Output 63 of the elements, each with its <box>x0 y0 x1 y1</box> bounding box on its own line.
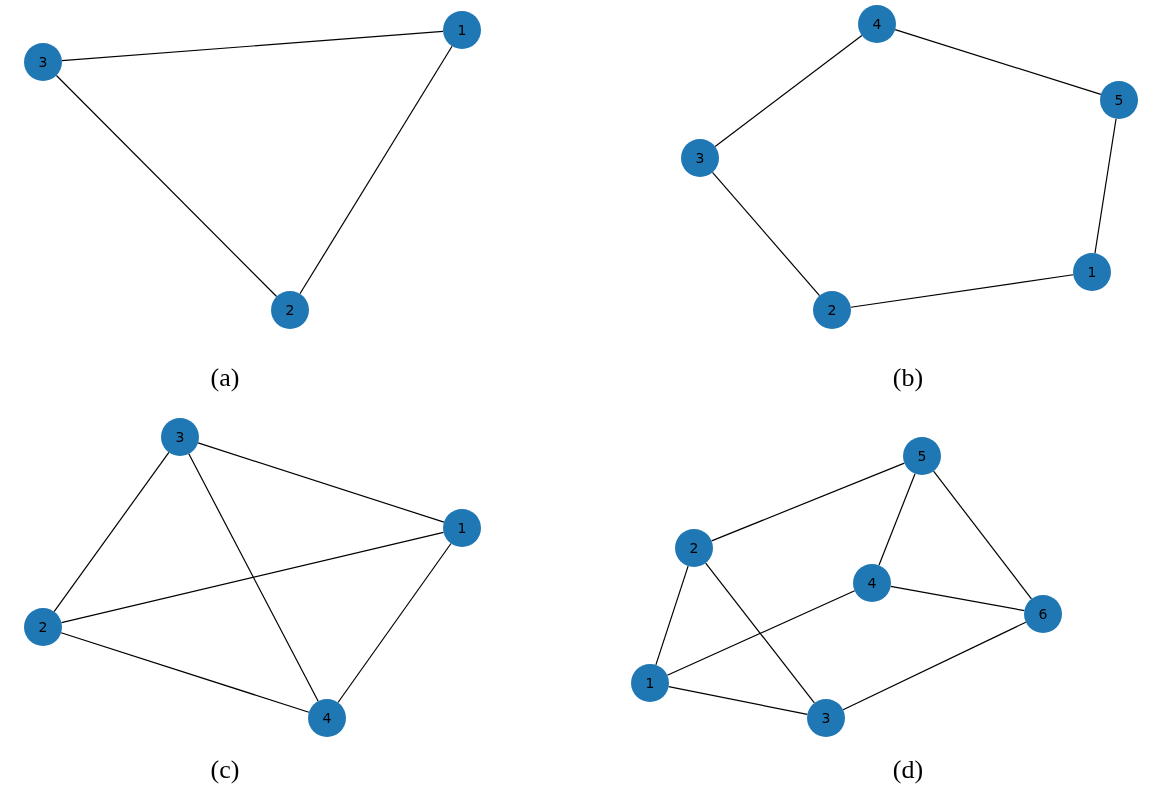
graph-node-circle <box>853 564 891 602</box>
node-number: 1 <box>1087 264 1097 280</box>
node-number: 2 <box>38 619 48 635</box>
graph-node-circle <box>308 699 346 737</box>
graph-edge <box>1094 118 1117 254</box>
graph-node-circle <box>1073 253 1111 291</box>
graph-node-circle <box>681 139 719 177</box>
subfigure-caption: (a) <box>210 363 240 393</box>
graph-edge <box>299 45 453 295</box>
graph-edge <box>655 565 689 666</box>
graph-node-circle <box>858 5 896 43</box>
graph-edge <box>337 542 452 704</box>
graph-edge <box>197 442 445 523</box>
graph-edge <box>668 686 808 715</box>
graph-edge <box>878 473 916 566</box>
graph-edge <box>932 470 1033 600</box>
graph-edge <box>850 274 1074 308</box>
node-number: 1 <box>645 675 655 691</box>
node-number: 3 <box>175 429 185 445</box>
node-number: 1 <box>457 520 467 536</box>
graph-edge <box>61 30 444 62</box>
graph-edge <box>188 453 319 702</box>
subfigure-caption: (c) <box>210 755 240 785</box>
graph-edge <box>53 451 170 613</box>
node-number: 1 <box>457 22 467 38</box>
node-number: 4 <box>867 575 877 591</box>
subfigure-caption: (b) <box>892 363 924 393</box>
graph-node-circle <box>443 509 481 547</box>
node-number: 3 <box>821 710 831 726</box>
graph-node-circle <box>675 529 713 567</box>
node-number: 5 <box>1114 92 1124 108</box>
graph-node-circle <box>807 699 845 737</box>
graph-edge <box>894 29 1102 95</box>
node-number: 5 <box>917 448 927 464</box>
graph-edge <box>714 34 863 148</box>
node-number: 3 <box>38 54 48 70</box>
graph-edge <box>55 74 278 298</box>
graph-node-circle <box>903 437 941 475</box>
graph-edge <box>711 171 821 297</box>
node-number: 2 <box>827 302 837 318</box>
graph-edge <box>60 531 445 624</box>
subfigure-caption: (d) <box>892 755 924 785</box>
graph-node-circle <box>24 608 62 646</box>
graph-node-circle <box>271 291 309 329</box>
graph-edge <box>666 590 856 676</box>
graph-node-circle <box>161 418 199 456</box>
graph-node-circle <box>631 664 669 702</box>
graph-edge <box>711 462 905 542</box>
node-number: 2 <box>689 540 699 556</box>
node-number: 4 <box>322 710 332 726</box>
graph-edge <box>705 562 815 704</box>
node-number: 6 <box>1038 606 1048 622</box>
graph-edge <box>60 632 310 713</box>
node-number: 3 <box>695 150 705 166</box>
graph-node-circle <box>24 43 62 81</box>
node-number: 2 <box>285 302 295 318</box>
graph-edge <box>842 621 1027 711</box>
node-number: 4 <box>872 16 882 32</box>
graph-node-circle <box>443 11 481 49</box>
graph-node-circle <box>813 291 851 329</box>
graph-node-circle <box>1024 595 1062 633</box>
graph-node-circle <box>1100 81 1138 119</box>
graph-edge <box>890 585 1025 612</box>
